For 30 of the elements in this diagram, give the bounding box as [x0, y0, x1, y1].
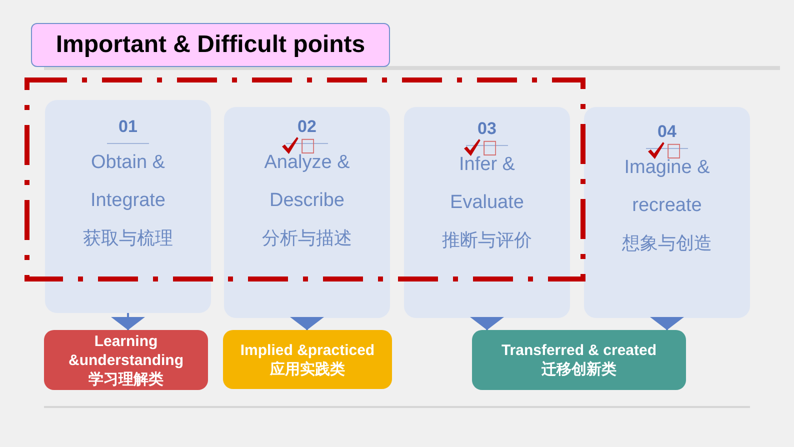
chinese-label: 分析与描述: [262, 228, 352, 248]
step-label: Obtain & Integrate: [90, 152, 166, 211]
chinese-label: 想象与创造: [622, 233, 712, 253]
category-label: Transferred & created: [501, 341, 657, 360]
arrow: [470, 317, 504, 330]
arrow: [111, 313, 145, 330]
title-banner: Important & Difficult points: [31, 23, 390, 67]
arrow: [650, 317, 684, 330]
step-number: 03: [478, 119, 496, 138]
step-card: [45, 100, 211, 313]
category-label: 应用实践类: [270, 360, 345, 378]
category-label: 学习理解类: [88, 370, 164, 388]
step-number: 04: [658, 122, 676, 141]
chinese-label: 获取与梳理: [83, 228, 173, 248]
category-label: Implied &practiced: [240, 340, 375, 360]
step-label: Imagine & recreate: [624, 157, 710, 216]
step-card: [584, 107, 750, 318]
step-card: [224, 107, 390, 318]
category-label: 迁移创新类: [542, 360, 616, 379]
category-box: [472, 330, 686, 390]
step-label: Infer & Evaluate: [450, 154, 524, 213]
step-card: [404, 107, 570, 318]
category-box: [44, 330, 208, 390]
step-label: Analyze & Describe: [264, 152, 350, 211]
chinese-label: 推断与评价: [442, 230, 532, 250]
category-label: Learning &understanding: [68, 332, 184, 370]
category-box: [223, 330, 392, 389]
step-number: 02: [298, 117, 316, 136]
step-number: 01: [118, 117, 138, 136]
arrow: [290, 317, 324, 330]
